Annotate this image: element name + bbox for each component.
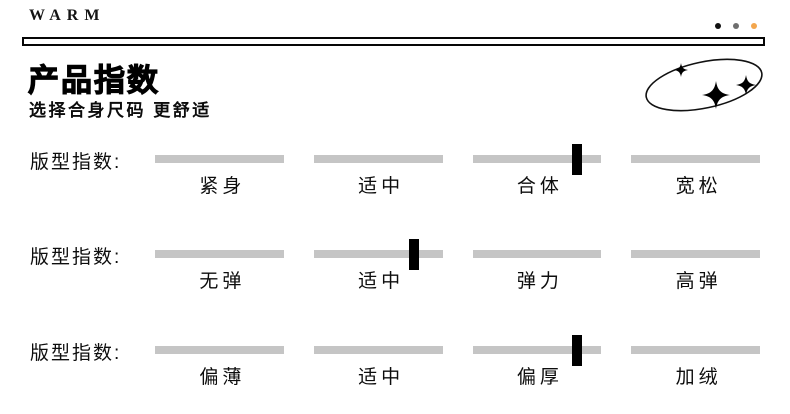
segment-label: 适中 [358,176,405,197]
row-label: 版型指数: [30,247,122,268]
brand-logo: WARM [29,7,106,24]
segment-track-bar [631,346,760,354]
row-tracks: 无弹 适中 弹力 高弹 [155,238,760,293]
segment-label: 高弹 [675,271,722,292]
sparkle-ellipse-icon [645,58,763,112]
segment-label: 偏薄 [199,367,246,388]
segment-track-bar [313,346,443,354]
black-dot-icon [715,23,721,29]
index-segment: 适中 [313,334,443,389]
selected-marker [571,144,582,175]
row-tracks: 偏薄 适中 偏厚 加绒 [155,334,760,389]
index-segment: 适中 [313,143,443,198]
selected-marker [409,239,420,270]
segment-label: 宽松 [675,176,722,197]
segment-label: 适中 [358,271,405,292]
segment-track-bar [155,155,284,163]
index-segment: 高弹 [631,238,760,293]
index-segment: 偏薄 [155,334,284,389]
index-segment: 无弹 [155,238,284,293]
segment-track-bar [313,250,443,258]
segment-track-bar [155,250,284,258]
index-row: 版型指数: 无弹 适中 弹力 高弹 [0,238,790,300]
index-segment: 适中 [313,238,443,293]
header-divider-bar [22,37,765,46]
window-dots [715,23,757,29]
segment-track-bar [472,250,602,258]
page-subtitle: 选择合身尺码 更舒适 [29,101,212,120]
index-segment: 紧身 [155,143,284,198]
index-segment: 加绒 [631,334,760,389]
segment-label: 偏厚 [516,367,563,388]
segment-track-bar [472,155,602,163]
segment-track-bar [631,250,760,258]
segment-label: 紧身 [199,176,246,197]
segment-label: 弹力 [516,271,563,292]
row-label: 版型指数: [30,343,122,364]
segment-track-bar [313,155,443,163]
gray-dot-icon [733,23,739,29]
row-label: 版型指数: [30,152,122,173]
index-segment: 合体 [472,143,602,198]
segment-label: 加绒 [675,367,722,388]
row-tracks: 紧身 适中 合体 宽松 [155,143,760,198]
index-segment: 弹力 [472,238,602,293]
segment-track-bar [472,346,602,354]
orange-dot-icon [751,23,757,29]
segment-track-bar [155,346,284,354]
page-title: 产品指数 [27,62,160,98]
segment-label: 无弹 [199,271,246,292]
segment-label: 适中 [358,367,405,388]
segment-track-bar [631,155,760,163]
segment-label: 合体 [516,176,563,197]
index-segment: 偏厚 [472,334,602,389]
selected-marker [571,335,582,366]
index-row: 版型指数: 偏薄 适中 偏厚 加绒 [0,334,790,396]
index-segment: 宽松 [631,143,760,198]
index-row: 版型指数: 紧身 适中 合体 宽松 [0,143,790,205]
